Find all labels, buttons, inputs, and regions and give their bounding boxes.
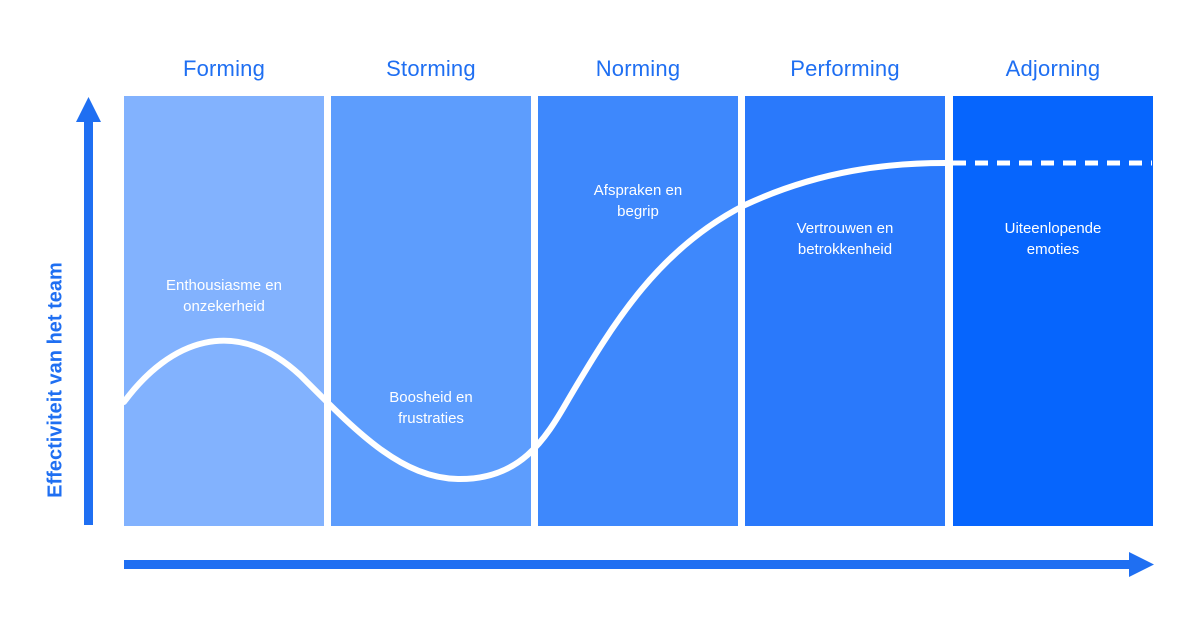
stage-title-adjorning: Adjorning	[1005, 56, 1101, 81]
panel-norming	[538, 96, 738, 526]
description-performing: Vertrouwen en betrokkenheid	[796, 220, 894, 258]
panel-performing	[745, 96, 945, 526]
y-axis-label: Effectiviteit van het team	[44, 262, 67, 498]
stage-title-performing: Performing	[790, 56, 900, 81]
stage-title-storming: Storming	[386, 56, 476, 81]
panel-storming	[331, 96, 531, 526]
panel-forming	[124, 96, 324, 526]
y-axis-arrow	[76, 97, 101, 525]
description-norming: Afspraken en begrip	[593, 182, 683, 220]
panel-adjorning	[953, 96, 1153, 526]
stage-title-norming: Norming	[595, 56, 681, 81]
description-adjorning: Uiteenlopende emoties	[1004, 220, 1102, 258]
x-axis-arrow	[124, 552, 1154, 577]
description-forming: Enthousiasme en onzekerheid	[166, 277, 282, 315]
description-storming: Boosheid en frustraties	[389, 389, 473, 427]
stage-title-forming: Forming	[182, 56, 266, 81]
effectiveness-curve-line	[121, 160, 948, 483]
